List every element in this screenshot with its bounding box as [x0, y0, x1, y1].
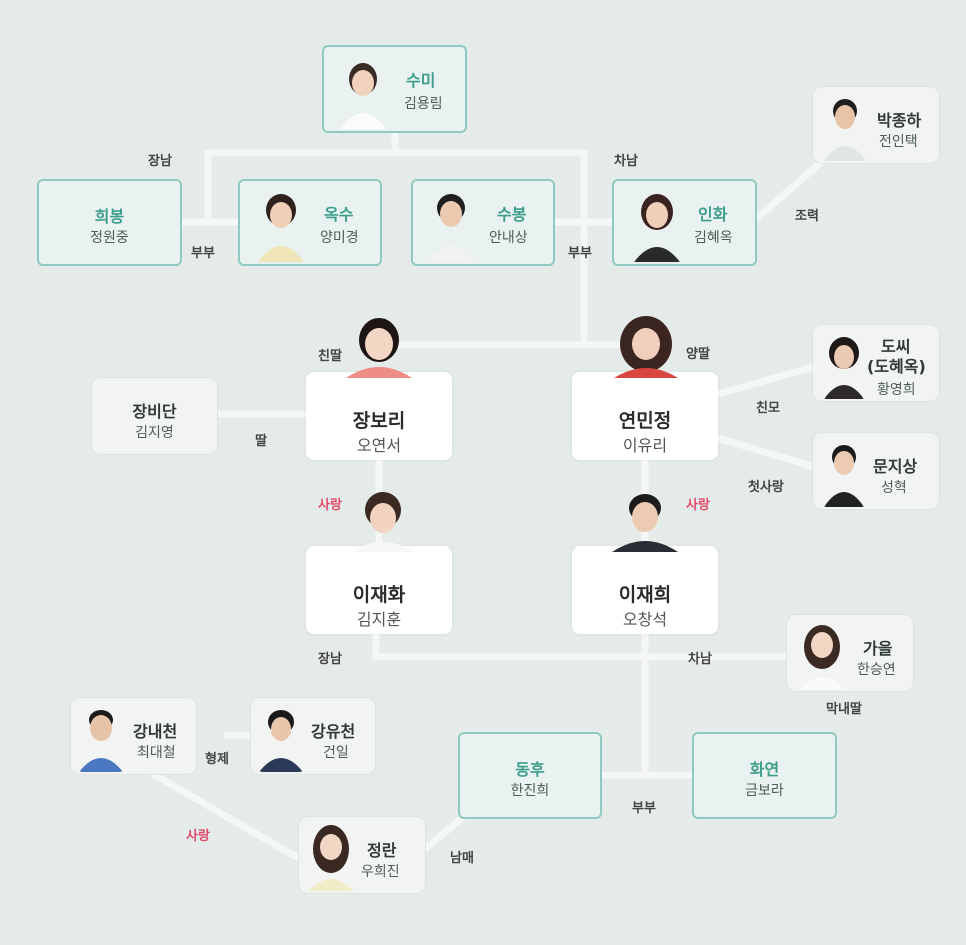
person-portrait-icon — [423, 186, 479, 262]
person-portrait-icon — [821, 91, 869, 161]
node-parkjongha[interactable]: 박종하 전인택 — [812, 86, 940, 164]
node-dossi[interactable]: 도씨 (도혜옥) 황영희 — [812, 324, 940, 402]
node-gangnaecheon[interactable]: 강내천 최대철 — [70, 697, 197, 775]
person-portrait-icon — [77, 702, 125, 772]
node-jangbori[interactable]: 장보리 오연서 — [306, 372, 452, 460]
node-name: 이재희 — [618, 584, 672, 606]
label-bubu-left: 부부 — [191, 246, 215, 261]
label-bubu-bottom: 부부 — [632, 801, 656, 816]
node-subong[interactable]: 수봉 안내상 — [411, 179, 555, 266]
node-donghu[interactable]: 동후 한진희 — [458, 732, 602, 819]
node-actor: 양미경 — [320, 230, 359, 246]
label-bubu-right: 부부 — [568, 246, 592, 261]
label-chinttal: 친딸 — [318, 349, 342, 364]
label-hyeongje: 형제 — [205, 752, 229, 767]
node-actor: 한진희 — [510, 783, 550, 799]
node-name: 강내천 — [133, 722, 178, 741]
person-portrait-icon — [340, 312, 418, 378]
node-name: 장비단 — [132, 402, 177, 421]
label-yangttal: 양딸 — [686, 347, 710, 362]
node-ijaehwa[interactable]: 이재화 김지훈 — [306, 546, 452, 634]
person-portrait-icon — [336, 53, 390, 129]
node-munjisang[interactable]: 문지상 성혁 — [812, 432, 940, 510]
node-oksu[interactable]: 옥수 양미경 — [238, 179, 382, 266]
label-maknaettal: 막내딸 — [826, 702, 862, 717]
node-actor: 황영희 — [877, 382, 916, 398]
node-gaeul[interactable]: 가을 한승연 — [786, 614, 914, 692]
node-actor: 오연서 — [356, 436, 402, 455]
node-jeongran[interactable]: 정란 우희진 — [298, 816, 426, 894]
label-jangnam-mid: 장남 — [318, 652, 342, 667]
node-actor: 이유리 — [622, 436, 668, 455]
node-name: 이재화 — [352, 584, 406, 606]
node-actor: 성혁 — [881, 480, 907, 496]
node-sumi[interactable]: 수미 김용림 — [322, 45, 467, 133]
node-name: 강유천 — [311, 722, 356, 741]
label-cheotsarang: 첫사랑 — [748, 480, 784, 495]
node-name: 박종하 — [877, 111, 922, 130]
node-actor: 오창석 — [622, 610, 668, 629]
person-portrait-icon — [305, 821, 357, 891]
node-name: 동후 — [515, 760, 545, 779]
line-donghu-jeongran — [421, 813, 467, 853]
label-nammae: 남매 — [450, 851, 474, 866]
node-name-alt: (도혜옥) — [867, 357, 926, 376]
label-love-bottom: 사랑 — [186, 829, 210, 844]
label-love-right: 사랑 — [686, 498, 710, 513]
node-name: 인화 — [698, 205, 728, 224]
label-chanam-mid: 차남 — [688, 652, 712, 667]
person-portrait-icon — [821, 329, 867, 399]
label-ttal: 딸 — [255, 434, 267, 449]
node-actor: 전인택 — [879, 134, 918, 150]
node-gangyucheon[interactable]: 강유천 건일 — [250, 697, 376, 775]
node-name: 문지상 — [873, 457, 918, 476]
person-portrait-icon — [821, 437, 867, 507]
node-actor: 김지영 — [135, 425, 174, 441]
person-portrait-icon — [606, 312, 686, 378]
node-actor: 한승연 — [857, 662, 896, 678]
node-name: 가을 — [863, 639, 893, 658]
node-actor: 최대철 — [137, 745, 176, 761]
line-minjeong-munjisang — [713, 433, 823, 473]
person-portrait-icon — [606, 486, 684, 552]
node-huibong[interactable]: 희봉 정원중 — [37, 179, 182, 266]
node-actor: 김지훈 — [356, 610, 402, 629]
person-portrait-icon — [254, 186, 308, 262]
label-love-left: 사랑 — [318, 498, 342, 513]
person-portrait-icon — [630, 186, 684, 262]
node-hwayeon[interactable]: 화연 금보라 — [692, 732, 837, 819]
label-jangnam-top: 장남 — [148, 154, 172, 169]
person-portrait-icon — [344, 486, 422, 552]
person-portrait-icon — [795, 619, 849, 689]
node-name: 수미 — [406, 71, 436, 90]
node-name: 장보리 — [352, 410, 406, 432]
label-chinmo: 친모 — [756, 401, 780, 416]
node-name: 화연 — [749, 760, 780, 779]
node-inhwa[interactable]: 인화 김혜옥 — [612, 179, 757, 266]
node-name: 도씨 — [881, 337, 911, 356]
node-name: 정란 — [367, 841, 397, 860]
node-actor: 금보라 — [745, 783, 784, 799]
node-jangbidan[interactable]: 장비단 김지영 — [91, 377, 218, 455]
label-joryeok: 조력 — [795, 209, 819, 224]
line-inhwa-park — [752, 153, 831, 223]
node-actor: 건일 — [323, 745, 349, 761]
line-minjeong-dossi — [713, 361, 821, 399]
node-name: 수봉 — [497, 205, 527, 224]
node-ijaehui[interactable]: 이재희 오창석 — [572, 546, 718, 634]
person-portrait-icon — [257, 702, 305, 772]
node-name: 연민정 — [618, 410, 672, 432]
node-actor: 김용림 — [404, 96, 443, 112]
node-actor: 안내상 — [489, 230, 528, 246]
node-name: 희봉 — [94, 207, 125, 226]
node-actor: 김혜옥 — [694, 230, 733, 246]
label-chanam-top: 차남 — [614, 154, 638, 169]
node-actor: 정원중 — [90, 230, 129, 246]
node-name: 옥수 — [324, 205, 354, 224]
node-yeonminjeong[interactable]: 연민정 이유리 — [572, 372, 718, 460]
node-actor: 우희진 — [361, 864, 400, 880]
line-gang-jeongran — [150, 770, 303, 863]
